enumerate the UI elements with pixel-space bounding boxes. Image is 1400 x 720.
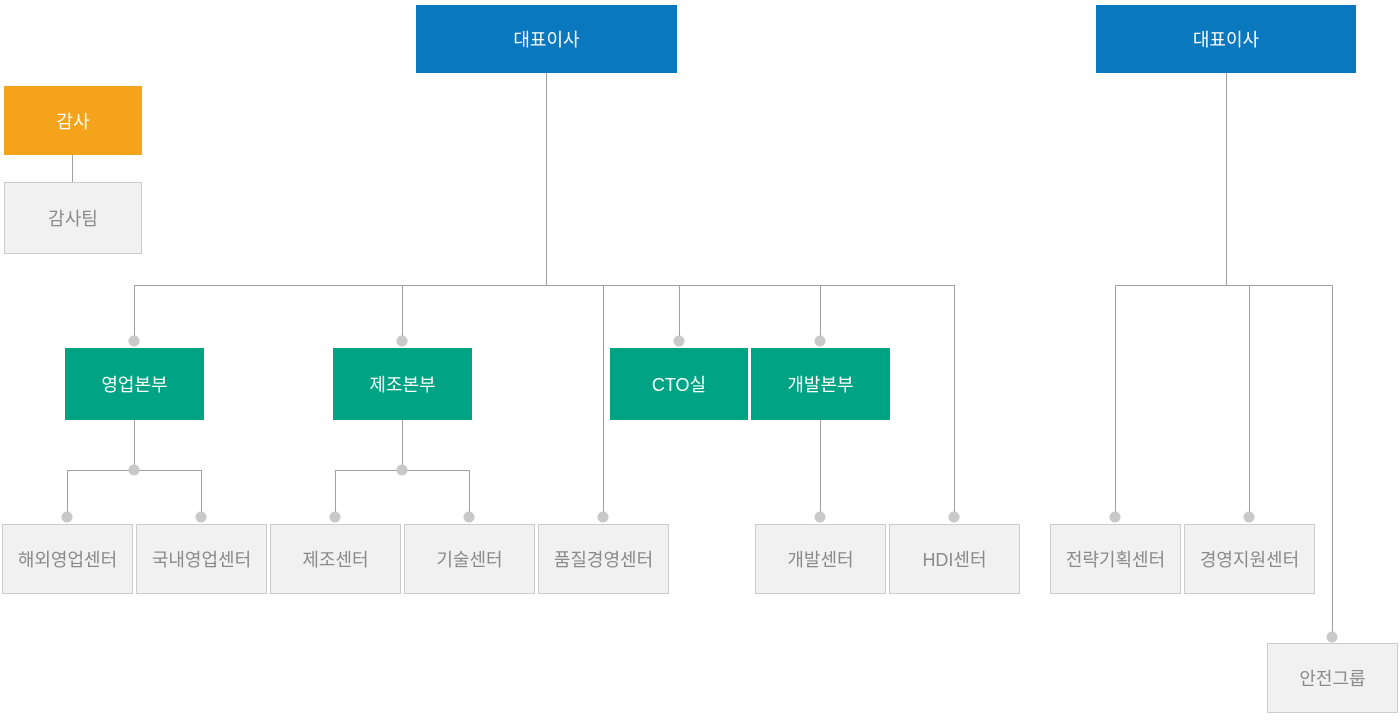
node-overseas-sales-center: 해외영업센터 bbox=[2, 524, 133, 594]
node-strategic-planning-center: 전략기획센터 bbox=[1050, 524, 1181, 594]
connector-line-right-horizontal bbox=[1115, 285, 1332, 286]
connector-dot bbox=[814, 511, 826, 523]
connector-dot bbox=[1326, 631, 1338, 643]
connector-dot bbox=[128, 335, 140, 347]
connector-dot bbox=[463, 511, 475, 523]
connector-line-mfg-division-down bbox=[402, 420, 403, 470]
connector-line-dev-center-drop bbox=[820, 420, 821, 517]
connector-line-audit-to-team bbox=[72, 155, 73, 182]
connector-line-mgmt-support-drop bbox=[1249, 285, 1250, 517]
node-safety-group: 안전그룹 bbox=[1267, 643, 1398, 713]
node-technology-center: 기술센터 bbox=[404, 524, 535, 594]
connector-line-sales-division-drop bbox=[134, 285, 135, 341]
connector-line-hdi-center-drop bbox=[954, 285, 955, 517]
node-hdi-center: HDI센터 bbox=[889, 524, 1020, 594]
connector-line-main-horizontal bbox=[134, 285, 955, 286]
connector-dot bbox=[61, 511, 73, 523]
node-development-center: 개발센터 bbox=[755, 524, 886, 594]
connector-dot bbox=[329, 511, 341, 523]
connector-dot bbox=[195, 511, 207, 523]
node-quality-management-center: 품질경영센터 bbox=[538, 524, 669, 594]
connector-dot bbox=[948, 511, 960, 523]
connector-dot bbox=[396, 464, 408, 476]
connector-dot bbox=[128, 464, 140, 476]
connector-dot bbox=[1109, 511, 1121, 523]
node-manufacturing-division: 제조본부 bbox=[333, 348, 472, 420]
node-cto-office: CTO실 bbox=[610, 348, 748, 420]
connector-dot bbox=[673, 335, 685, 347]
connector-line-domestic-drop bbox=[201, 470, 202, 517]
connector-line-quality-center-drop bbox=[603, 285, 604, 517]
node-ceo-main: 대표이사 bbox=[416, 5, 677, 73]
node-manufacturing-center: 제조센터 bbox=[270, 524, 401, 594]
connector-line-strategic-drop bbox=[1115, 285, 1116, 517]
node-management-support-center: 경영지원센터 bbox=[1184, 524, 1315, 594]
connector-line-tech-center-drop bbox=[469, 470, 470, 517]
connector-line-dev-division-drop bbox=[820, 285, 821, 341]
connector-line-mfg-center-drop bbox=[335, 470, 336, 517]
connector-line-overseas-drop bbox=[67, 470, 68, 517]
node-audit-team: 감사팀 bbox=[4, 182, 142, 254]
node-ceo-right: 대표이사 bbox=[1096, 5, 1356, 73]
node-audit: 감사 bbox=[4, 86, 142, 155]
connector-line-ceo-right-down bbox=[1226, 73, 1227, 285]
connector-line-safety-group-drop bbox=[1332, 285, 1333, 637]
connector-line-cto-office-drop bbox=[679, 285, 680, 341]
node-domestic-sales-center: 국내영업센터 bbox=[136, 524, 267, 594]
connector-dot bbox=[1243, 511, 1255, 523]
connector-line-sales-division-down bbox=[134, 420, 135, 470]
connector-line-mfg-division-drop bbox=[402, 285, 403, 341]
connector-dot bbox=[814, 335, 826, 347]
connector-line-ceo-main-down bbox=[546, 73, 547, 285]
connector-dot bbox=[396, 335, 408, 347]
node-development-division: 개발본부 bbox=[751, 348, 890, 420]
connector-dot bbox=[597, 511, 609, 523]
node-sales-division: 영업본부 bbox=[65, 348, 204, 420]
